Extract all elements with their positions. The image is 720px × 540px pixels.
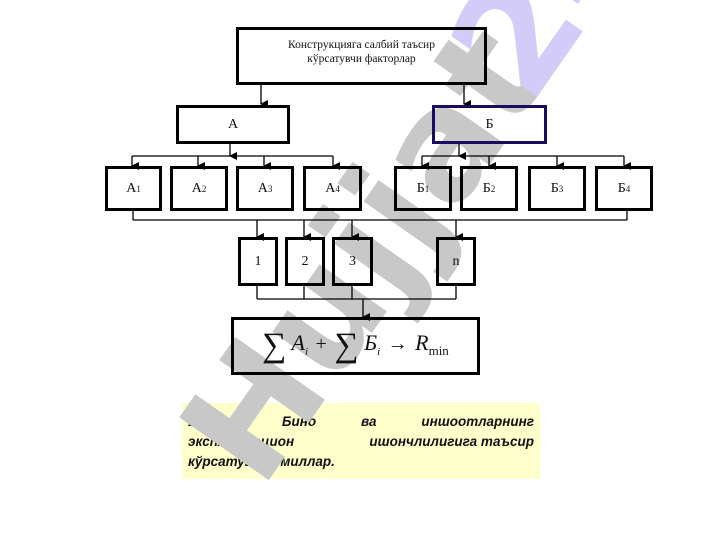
- factor-subscript: 4: [625, 183, 631, 194]
- caption-word: кўрсатувчи омиллар.: [188, 454, 335, 469]
- root-title-line-2: кўрсатувчи факторлар: [307, 53, 416, 65]
- plus-sign: +: [315, 333, 327, 355]
- caption-line-3: кўрсатувчи омиллар.: [188, 452, 534, 472]
- formula-box: ∑ Ai + ∑ Бi → Rmin: [231, 317, 480, 375]
- caption-word: ишончлилигига таъсир: [369, 434, 534, 449]
- combination-1-box: 1: [238, 237, 278, 286]
- caption-word: эксплуатацион: [188, 434, 295, 449]
- group-b-label: Б: [485, 116, 494, 132]
- factor-label: Б: [550, 180, 559, 196]
- caption-word: ва: [360, 414, 377, 429]
- factor-subscript: 3: [267, 183, 273, 194]
- formula-term-a: A: [291, 330, 305, 355]
- caption-word: иншоотларнинг: [421, 414, 534, 429]
- formula-sub: i: [377, 346, 381, 358]
- formula-result-sub: min: [428, 343, 449, 358]
- factor-label: А: [257, 180, 268, 196]
- factor-subscript: 1: [136, 183, 141, 194]
- formula-term-b: Б: [364, 330, 378, 355]
- combination-label: 1: [254, 253, 262, 269]
- factor-label: Б: [416, 180, 425, 196]
- factor-subscript: 4: [335, 183, 340, 194]
- factor-label: Б: [617, 180, 626, 196]
- factor-subscript: 3: [558, 183, 564, 194]
- factor-label: А: [325, 180, 336, 196]
- factor-subscript: 1: [424, 183, 430, 194]
- combination-n-box: n: [436, 237, 476, 286]
- caption-line-1: 1-расм. Бино ва иншоотларнинг: [188, 412, 534, 432]
- combination-label: 3: [349, 253, 356, 269]
- factor-label: А: [126, 180, 137, 196]
- formula-sub: i: [304, 346, 309, 358]
- caption-figure-number: 1-расм.: [188, 414, 238, 429]
- caption-line-2: эксплуатацион ишончлилигига таъсир: [188, 432, 534, 452]
- factor-subscript: 2: [490, 183, 496, 194]
- figure-caption: 1-расм. Бино ва иншоотларнинг эксплуатац…: [182, 403, 540, 479]
- arrow-right-icon: →: [387, 333, 408, 355]
- group-a-box: А: [176, 105, 290, 144]
- formula-result: R: [415, 330, 429, 355]
- factor-label: Б: [482, 180, 491, 196]
- sum-symbol: ∑: [334, 327, 359, 364]
- combination-3-box: 3: [332, 237, 373, 286]
- formula: ∑ Ai + ∑ Бi → Rmin: [262, 327, 449, 365]
- combination-label: n: [452, 253, 460, 269]
- combination-label: 2: [301, 253, 309, 269]
- factor-subscript: 2: [201, 183, 207, 194]
- caption-word: Бино: [281, 414, 317, 429]
- root-title-line-1: Конструкцияга салбий таъсир: [288, 39, 435, 51]
- root-factors-box: Конструкцияга салбий таъсир кўрсатувчи ф…: [236, 27, 487, 85]
- combination-2-box: 2: [285, 237, 325, 286]
- factor-label: А: [191, 180, 202, 196]
- group-b-box: Б: [432, 105, 547, 144]
- group-a-label: А: [227, 116, 239, 132]
- sum-symbol: ∑: [262, 327, 287, 364]
